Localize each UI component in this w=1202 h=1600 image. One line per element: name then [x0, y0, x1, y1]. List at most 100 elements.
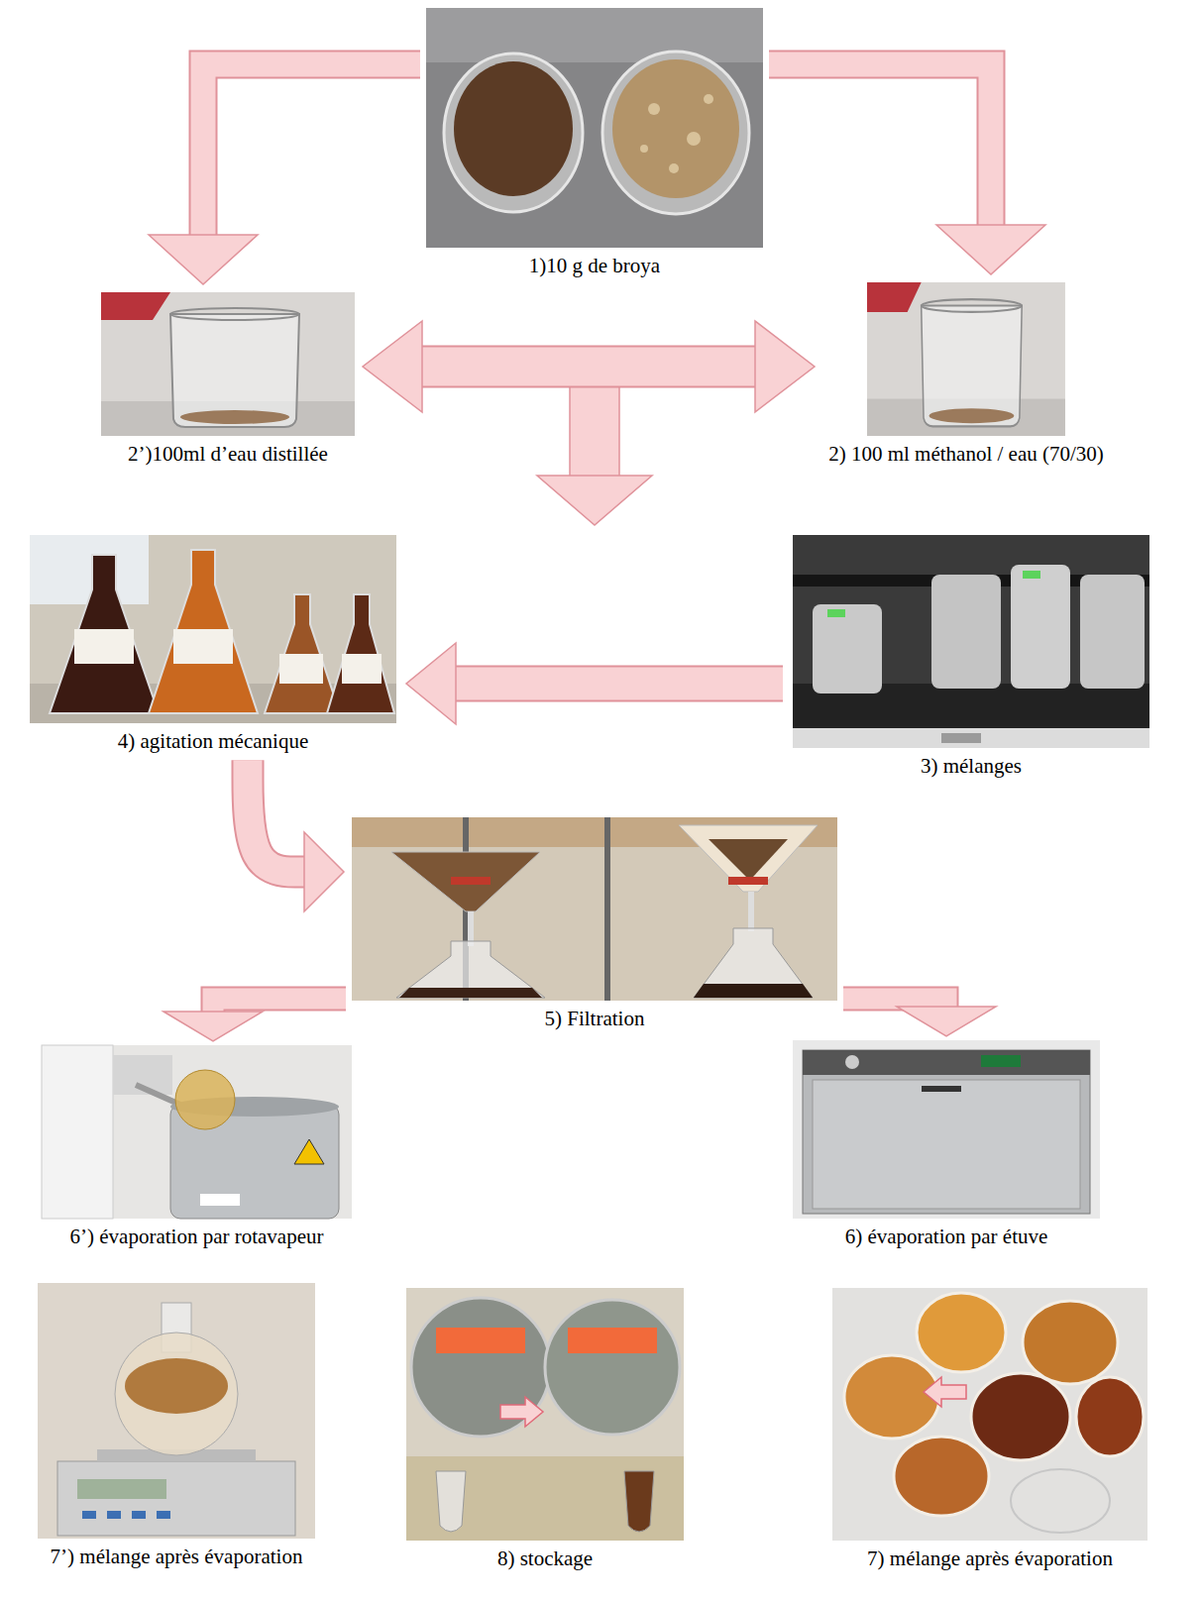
rotavap-photo	[135, 1085, 181, 1105]
rotavap-photo	[200, 1194, 240, 1206]
balance-photo	[77, 1479, 167, 1500]
arrow-outline	[247, 760, 305, 873]
flasks-photo	[49, 554, 159, 714]
dishes-photo	[916, 1293, 1006, 1373]
block-arrow	[362, 321, 815, 413]
arrow-outline	[455, 665, 783, 703]
oven-photo	[812, 1080, 1081, 1209]
dishes-photo	[1076, 1377, 1144, 1457]
filtration-photo	[693, 928, 813, 998]
storage-photo	[545, 1300, 680, 1435]
arrow-body	[455, 667, 783, 701]
filtration-photo	[678, 825, 818, 892]
powder-photo	[426, 7, 764, 63]
oven-photo	[792, 1040, 1100, 1219]
photo-step: 7’) mélange après évaporation	[37, 1283, 316, 1570]
flasks-photo	[327, 594, 395, 714]
block-arrow	[163, 998, 346, 1042]
arrow-outline	[768, 64, 991, 225]
beaker-photo	[921, 299, 1023, 313]
arrow-outline	[203, 64, 421, 235]
rotavap-photo	[41, 1045, 113, 1219]
beaker-photo	[170, 314, 300, 428]
photo-frame	[792, 1040, 1100, 1219]
storage-photo	[406, 1288, 684, 1541]
photo-step: 7) mélange après évaporation	[832, 1288, 1148, 1572]
rotavap-photo	[41, 1045, 352, 1219]
flasks-photo	[264, 594, 340, 714]
filtration-photo	[396, 941, 546, 998]
block-arrow	[406, 643, 783, 725]
arrow-head	[755, 321, 815, 413]
dishes-photo	[971, 1373, 1071, 1461]
arrow-outline	[213, 998, 346, 1012]
filtration-photo	[728, 876, 768, 885]
beaker-photo	[170, 308, 300, 321]
filtration-photo	[604, 817, 611, 1001]
step-caption: 4) agitation mécanique	[117, 729, 309, 755]
shaker-photo	[812, 604, 882, 694]
dishes-photo	[1022, 1301, 1118, 1385]
photo-step: 8) stockage	[406, 1288, 684, 1572]
powder-photo	[686, 131, 701, 146]
filtration-photo	[748, 891, 755, 932]
storage-photo	[436, 1471, 466, 1532]
powder-photo	[612, 59, 740, 199]
beaker-photo	[867, 282, 1066, 437]
block-arrow	[148, 64, 421, 285]
storage-photo	[406, 1288, 684, 1541]
shaker-photo	[931, 574, 1001, 689]
filtration-photo	[708, 839, 788, 877]
flasks-photo	[341, 654, 382, 684]
arrow-body	[203, 64, 421, 235]
step-caption: 6) évaporation par étuve	[845, 1224, 1049, 1250]
powder-photo	[426, 7, 764, 248]
filtration-photo	[693, 983, 813, 998]
photo-step: 4) agitation mécanique	[29, 535, 397, 755]
powder-photo	[668, 163, 679, 174]
photo-step: 6) évaporation par étuve	[792, 1040, 1100, 1250]
flasks-photo	[148, 549, 258, 714]
rotavap-photo	[175, 1070, 235, 1130]
flasks-photo	[74, 629, 134, 664]
shaker-photo	[792, 728, 1150, 749]
dishes-photo	[893, 1436, 989, 1517]
dishes-photo	[844, 1355, 940, 1439]
photo-frame	[41, 1045, 352, 1219]
filtration-photo	[351, 817, 838, 1001]
beaker-photo	[867, 282, 1066, 437]
powder-photo	[648, 103, 660, 115]
arrow-body	[768, 64, 991, 225]
balance-photo	[57, 1461, 296, 1536]
shaker-photo	[792, 535, 1150, 749]
shaker-photo	[941, 733, 982, 744]
arrow-outline	[843, 998, 947, 1007]
block-arrow	[768, 64, 1046, 275]
balance-photo	[107, 1511, 121, 1520]
photo-frame	[832, 1288, 1148, 1541]
powder-photo	[602, 51, 750, 215]
arrow-head	[406, 643, 456, 725]
arrow-head	[896, 1006, 996, 1037]
arrow-body	[843, 998, 947, 1007]
step-caption: 2’)100ml d’eau distillée	[127, 441, 328, 467]
balance-photo	[37, 1283, 316, 1539]
step-caption: 3) mélanges	[920, 754, 1022, 779]
beaker-photo	[180, 410, 290, 425]
flasks-photo	[29, 535, 397, 724]
beaker-photo	[101, 292, 355, 437]
oven-photo	[981, 1055, 1021, 1068]
filtration-photo	[391, 852, 541, 912]
shaker-photo	[1010, 564, 1071, 689]
photo-step: 2’)100ml d’eau distillée	[101, 292, 355, 467]
powder-photo	[453, 61, 573, 197]
storage-photo	[436, 1327, 526, 1354]
arrow-body	[213, 998, 346, 1012]
down-arrow	[537, 475, 653, 526]
rotavap-photo	[294, 1139, 325, 1165]
arrow-head	[163, 1011, 263, 1042]
photo-frame	[101, 292, 355, 437]
beaker-photo	[928, 408, 1014, 424]
photo-step: 5) Filtration	[351, 817, 838, 1032]
beaker-photo	[101, 292, 355, 437]
